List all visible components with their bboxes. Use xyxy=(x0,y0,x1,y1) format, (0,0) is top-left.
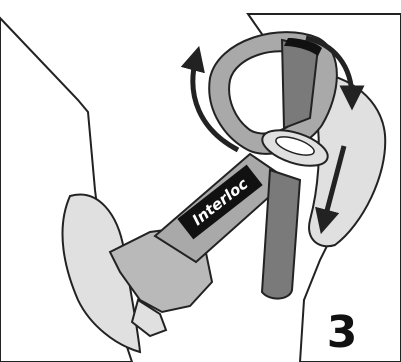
step-number: 3 xyxy=(327,307,358,358)
